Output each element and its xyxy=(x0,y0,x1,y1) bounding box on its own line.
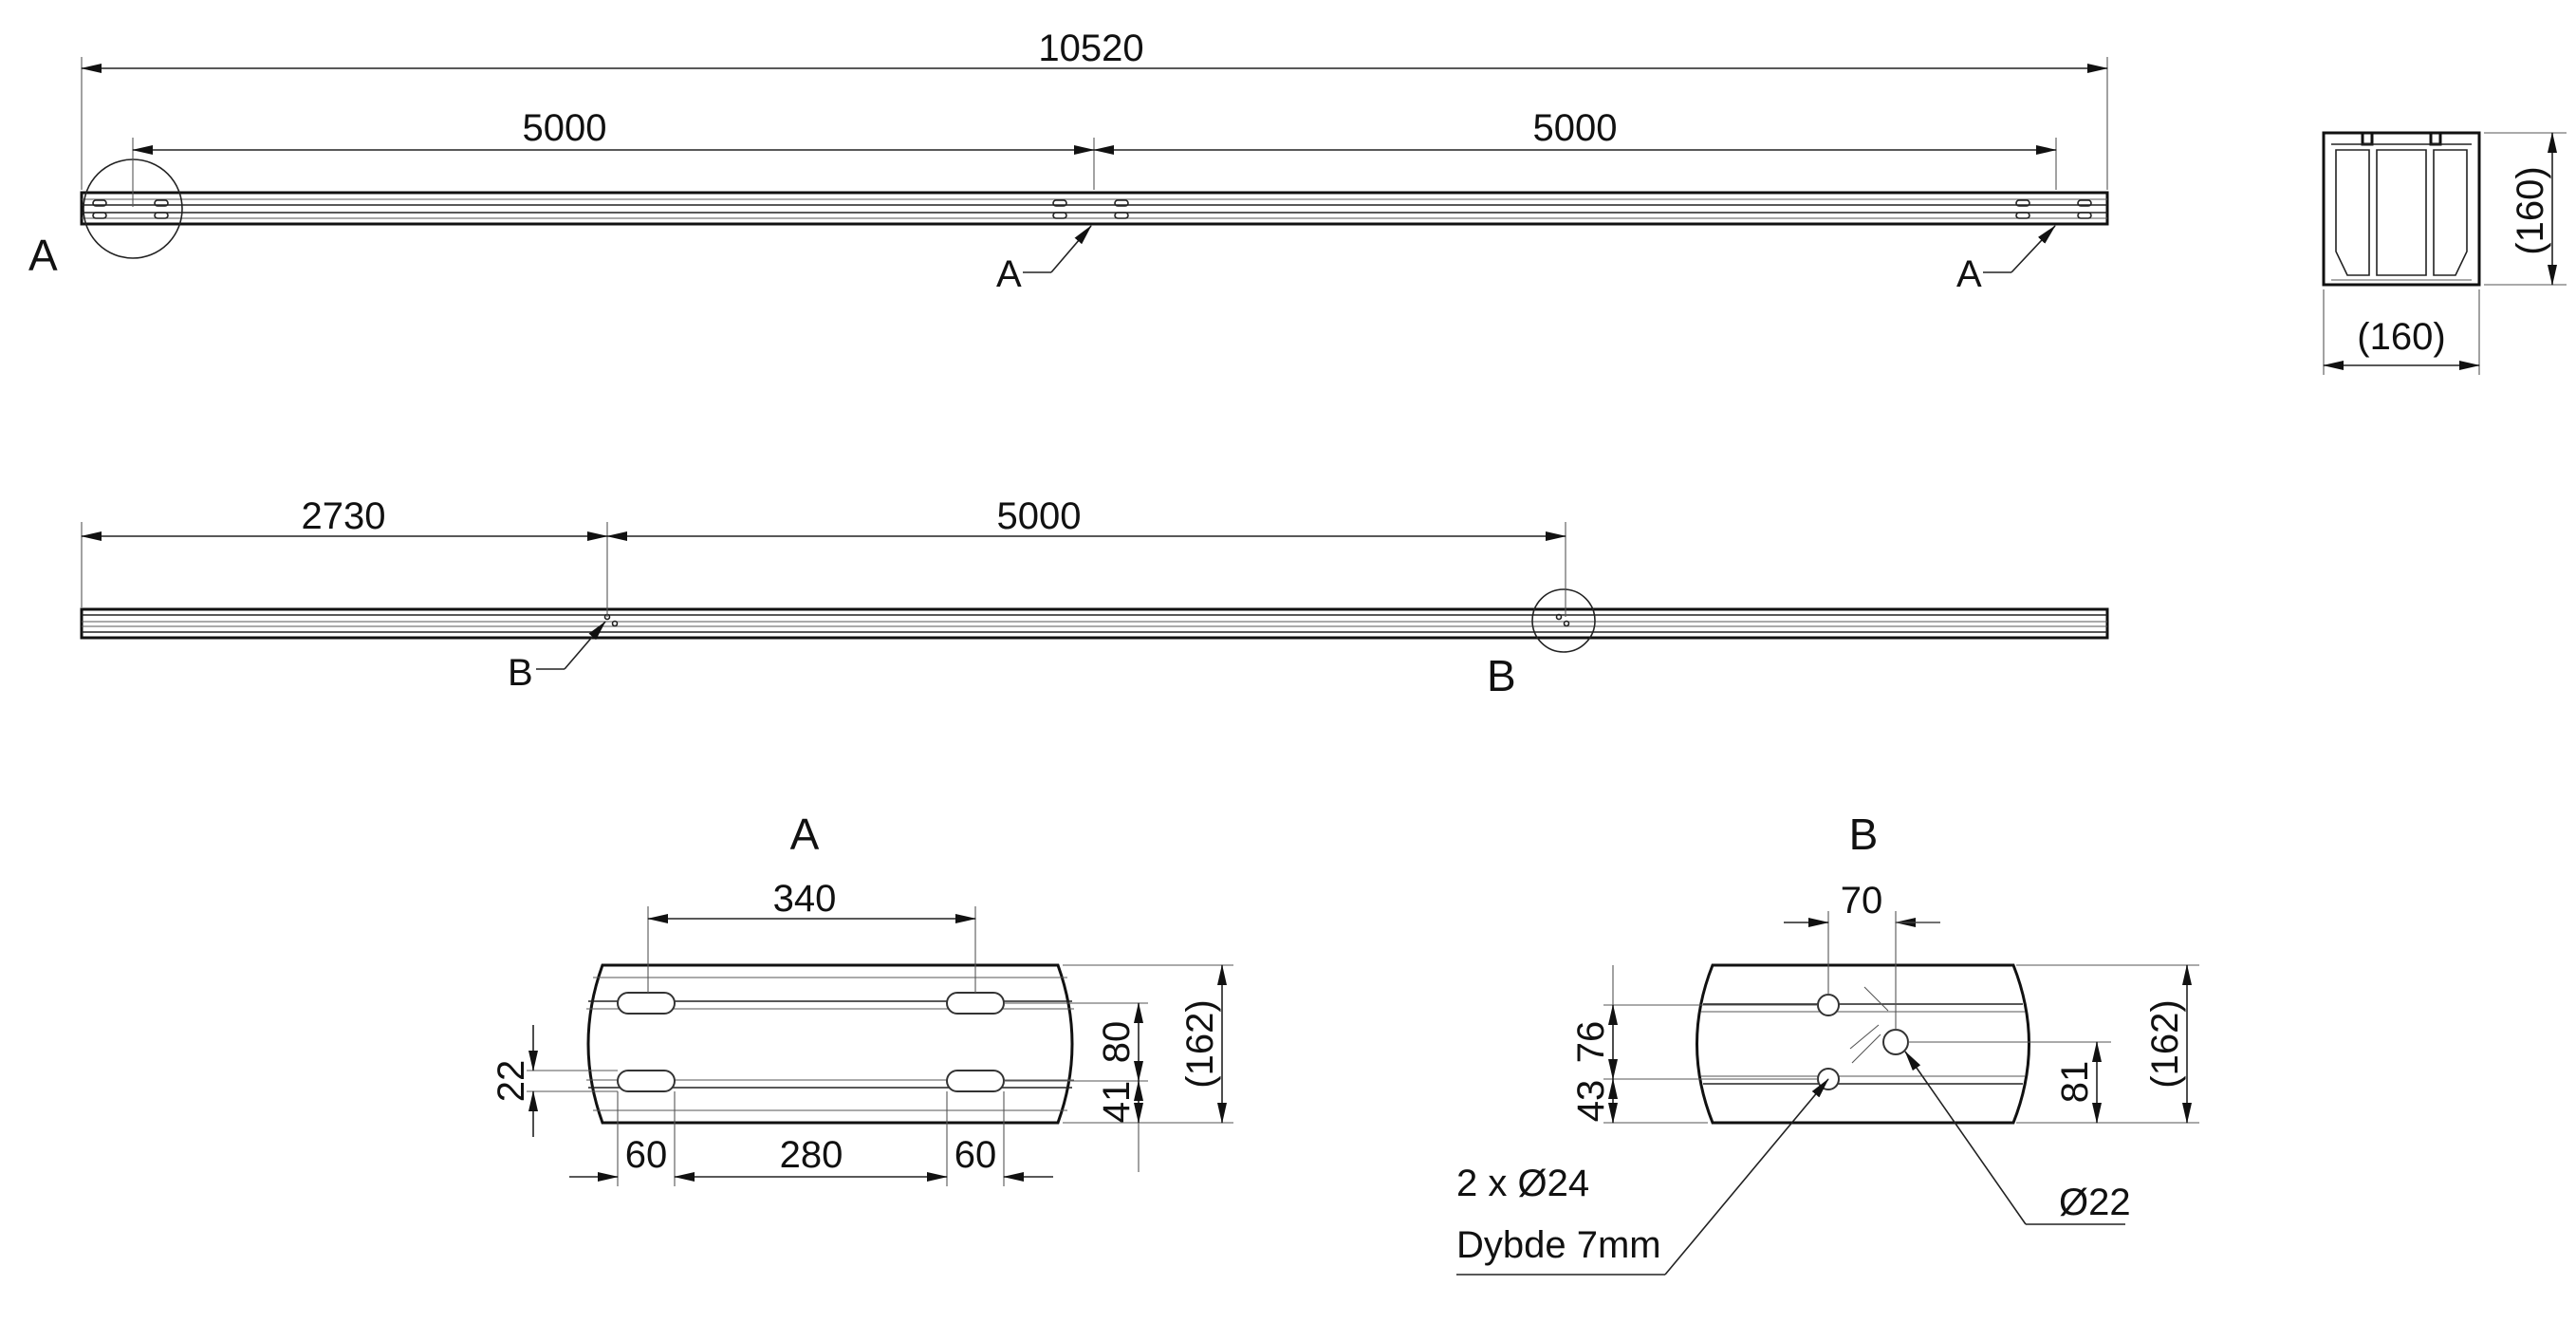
detail-ref-a-right: A xyxy=(1956,253,1982,295)
top-segment-1-label: 5000 xyxy=(523,107,607,149)
cross-section-chamber-right xyxy=(2433,149,2468,276)
detail-a-162-label: (162) xyxy=(1179,999,1221,1088)
detail-b: B 70 76 43 81 (162) xyxy=(1456,810,2199,1276)
dim-top-segments: 5000 5000 xyxy=(132,107,2057,207)
detail-b-note-depth: Dybde 7mm xyxy=(1456,1224,1661,1266)
detail-b-circle xyxy=(1531,588,1596,653)
detail-a-41-label: 41 xyxy=(1096,1081,1138,1124)
top-profile-beam xyxy=(80,191,2109,226)
second-view: 2730 5000 B B xyxy=(80,495,2109,700)
second-profile-beam xyxy=(80,607,2109,640)
top-segment-2-label: 5000 xyxy=(1533,107,1618,149)
detail-b-title: B xyxy=(1849,810,1879,859)
cross-section: (160) (160) xyxy=(2322,131,2567,375)
detail-b-hole-22 xyxy=(1882,1029,1909,1055)
detail-a-slot-tl xyxy=(617,992,676,1015)
detail-a-340-label: 340 xyxy=(773,878,837,920)
dim-second-segments: 2730 5000 xyxy=(81,495,1566,617)
second-segment-2-label: 5000 xyxy=(997,495,1082,537)
cross-section-chamber-left xyxy=(2335,149,2370,276)
leader-a-mid: A xyxy=(996,225,1092,295)
detail-b-43-label: 43 xyxy=(1570,1080,1612,1123)
leader-b-left: B xyxy=(508,621,606,694)
detail-a-body xyxy=(586,963,1074,1125)
detail-b-dia-22-label: Ø22 xyxy=(2059,1182,2131,1223)
detail-ref-a-left: A xyxy=(28,231,58,280)
detail-a-title: A xyxy=(790,810,820,859)
cross-section-chamber-mid xyxy=(2376,149,2427,276)
second-segment-1-label: 2730 xyxy=(302,495,386,537)
detail-b-162-label: (162) xyxy=(2144,999,2186,1088)
detail-a-280-label: 280 xyxy=(780,1134,843,1176)
cross-section-width-label: (160) xyxy=(2357,316,2445,358)
detail-a-slot-bl xyxy=(617,1070,676,1092)
detail-a-22-label: 22 xyxy=(491,1060,532,1103)
detail-b-76-label: 76 xyxy=(1570,1021,1612,1064)
detail-a-slot-br xyxy=(946,1070,1005,1092)
detail-b-body xyxy=(1696,963,2030,1125)
detail-a-60-right-label: 60 xyxy=(954,1134,997,1176)
detail-ref-a-mid: A xyxy=(996,253,1022,295)
cross-section-outline xyxy=(2322,131,2481,287)
detail-ref-b-left: B xyxy=(508,652,533,694)
detail-b-70-label: 70 xyxy=(1841,880,1883,922)
detail-b-note-holes: 2 x Ø24 xyxy=(1456,1163,1589,1204)
detail-b-hole-top xyxy=(1817,994,1840,1016)
top-view: 10520 5000 5000 A A A xyxy=(28,28,2109,295)
dim-overall-length: 10520 xyxy=(81,28,2108,190)
leader-a-right: A xyxy=(1956,225,2056,295)
detail-a-80-label: 80 xyxy=(1096,1021,1138,1064)
detail-b-81-label: 81 xyxy=(2054,1061,2096,1104)
detail-a-60-left-label: 60 xyxy=(625,1134,668,1176)
overall-length-label: 10520 xyxy=(1038,28,1143,69)
detail-ref-b-right: B xyxy=(1487,651,1516,700)
cross-section-height-label: (160) xyxy=(2510,166,2551,254)
detail-a-slot-tr xyxy=(946,992,1005,1015)
detail-a: A 340 60 280 60 22 xyxy=(491,810,1233,1186)
